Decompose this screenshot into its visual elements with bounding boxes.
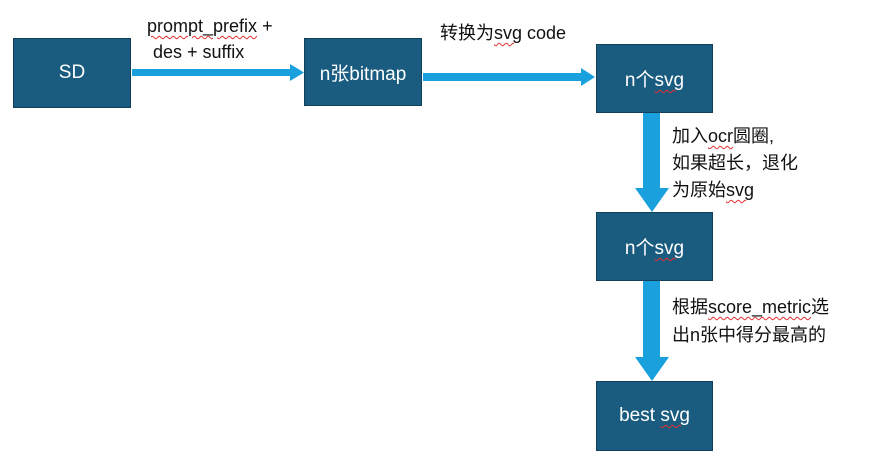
node-bitmap-label: n张bitmap: [319, 63, 407, 85]
node-best-svg: best svg: [596, 381, 713, 451]
node-bitmap: n张bitmap: [304, 38, 422, 106]
node-sd-label: SD: [58, 62, 86, 83]
node-svg-initial-label: n个svg: [624, 70, 685, 91]
edge-label-svg-to-svg: 加入ocr圆圈, 如果超长，退化 为原始svg: [672, 126, 798, 200]
node-svg-refined-label: n个svg: [624, 238, 685, 259]
edge-label-svg-to-best: 根据score_metric选 出n张中得分最高的: [672, 297, 830, 345]
node-sd: SD: [13, 38, 131, 108]
arrow-svg-to-svg: [635, 113, 669, 212]
edge-label-sd-to-bitmap: prompt_prefix + des + suffix: [147, 16, 273, 62]
node-best-svg-label: best svg: [619, 405, 690, 426]
edge-label-bitmap-to-svg: 转换为svg code: [440, 23, 567, 43]
arrow-bitmap-to-svg: [423, 68, 595, 86]
node-svg-refined: n个svg: [596, 212, 713, 281]
node-svg-initial: n个svg: [596, 44, 713, 113]
arrow-sd-to-bitmap: [132, 64, 304, 81]
arrow-svg-to-best: [635, 281, 669, 381]
